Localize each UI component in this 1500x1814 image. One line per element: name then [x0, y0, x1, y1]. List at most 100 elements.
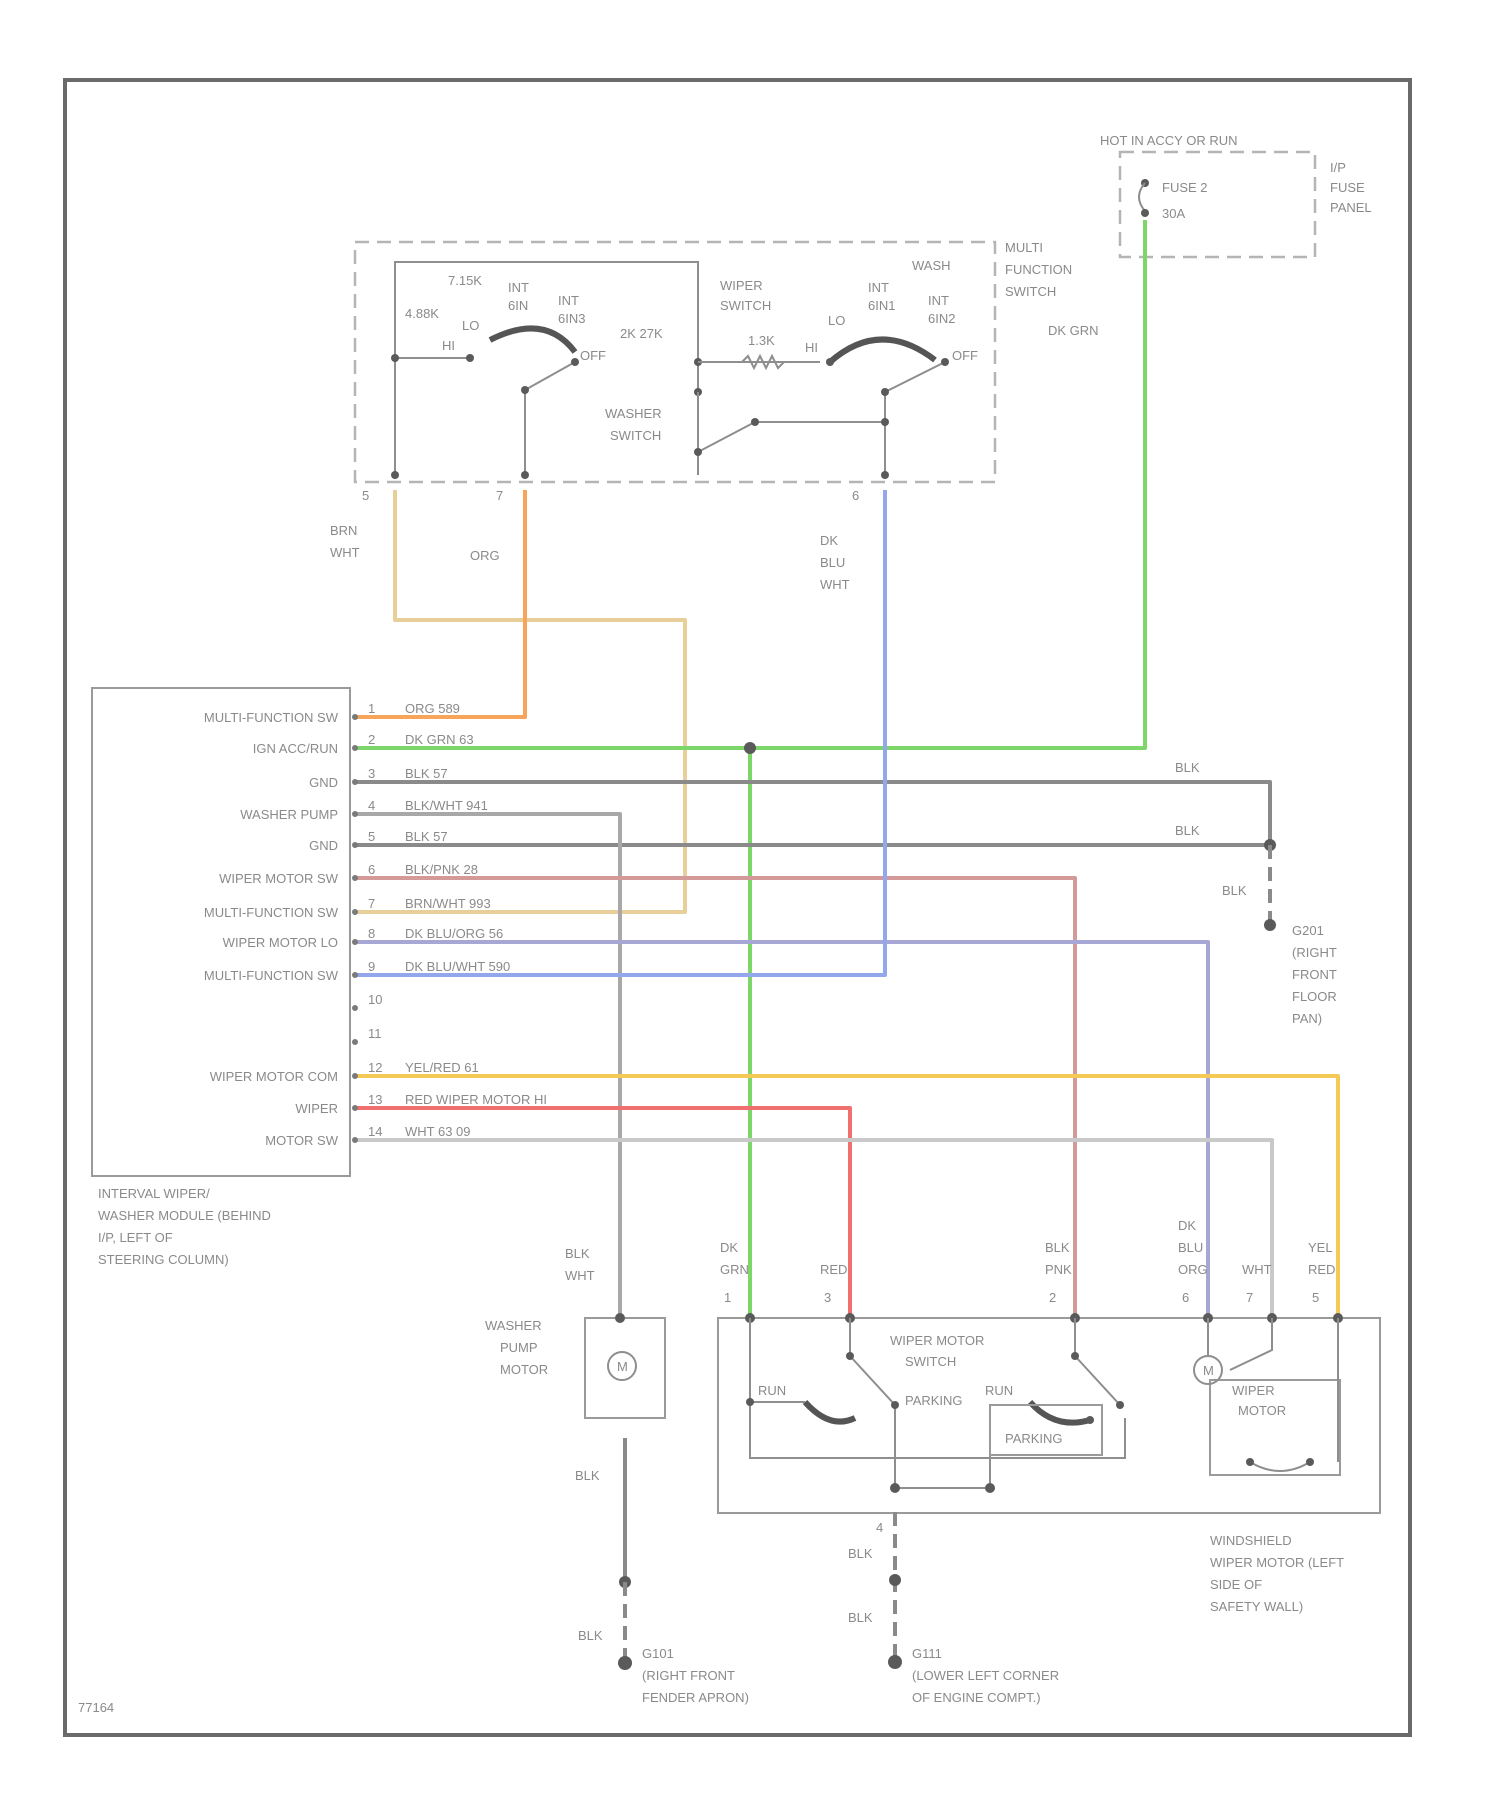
pump-ground-label-1: G101 — [642, 1646, 674, 1661]
module-pin-number: 5 — [368, 829, 375, 844]
mfs-left-pos-1: 7.15K — [448, 273, 482, 288]
ground-right-label-2: (RIGHT — [1292, 945, 1337, 960]
wiper-motor-pin-wire: PNK — [1045, 1262, 1072, 1277]
mfs-node — [391, 354, 399, 362]
wiper-motor-ground-splice — [889, 1574, 901, 1586]
module-pin-wire: BLK/WHT 941 — [405, 798, 488, 813]
wiper-motor-caption-2: WIPER MOTOR (LEFT — [1210, 1555, 1344, 1570]
run-contact-arc-1 — [805, 1402, 855, 1422]
multi-function-switch: MULTI FUNCTION SWITCH 7.15K INT 6IN 4.88… — [355, 240, 1072, 503]
fuse-hot-label: HOT IN ACCY OR RUN — [1100, 133, 1237, 148]
module-pin-number: 11 — [368, 1026, 382, 1041]
module-pin-wire: DK GRN 63 — [405, 732, 474, 747]
run-label-2: RUN — [985, 1383, 1013, 1398]
wiper-motor-pin-wire: BLU — [1178, 1240, 1203, 1255]
figure-id: 77164 — [78, 1700, 114, 1715]
wiper-motor-pin-number: 1 — [724, 1290, 731, 1305]
module-pin-name: WIPER — [295, 1101, 338, 1116]
wire-org — [355, 490, 525, 717]
wire-blk-wht — [355, 814, 620, 1318]
wiper-motor-pin-wire: ORG — [1178, 1262, 1208, 1277]
mfs-node — [694, 448, 702, 456]
wm-node — [1246, 1458, 1254, 1466]
wm-node — [890, 1483, 900, 1493]
fuse-panel: HOT IN ACCY OR RUN FUSE 2 30A I/P FUSE P… — [1100, 133, 1372, 257]
wiper-motor-ground-label-2: (LOWER LEFT CORNER — [912, 1668, 1059, 1683]
mfs-right-pos-3: WASH — [912, 258, 951, 273]
mfs-node — [881, 418, 889, 426]
fuse-element — [1139, 183, 1145, 211]
washer-pump-label-3: MOTOR — [500, 1362, 548, 1377]
mfs-left-pos-10: OFF — [580, 348, 606, 363]
module-pin-number: 3 — [368, 766, 375, 781]
wiper-switch-label-2: SWITCH — [720, 298, 771, 313]
wiper-motor-internal-3 — [1075, 1318, 1120, 1405]
fuse-name: FUSE 2 — [1162, 180, 1208, 195]
washer-pump-wire-2: WHT — [565, 1268, 595, 1283]
module-pin-terminal — [352, 779, 358, 785]
wiper-motor-label-2: MOTOR — [1238, 1403, 1286, 1418]
mfs-right-pos-2: 6IN1 — [868, 298, 895, 313]
wiper-motor-pin-wire: WHT — [1242, 1262, 1272, 1277]
washer-switch-contact — [698, 392, 885, 475]
wiper-motor-pin-wire: DK — [720, 1240, 738, 1255]
pump-motor-m-icon: M — [617, 1359, 628, 1374]
wm-node — [891, 1401, 899, 1409]
mfs-label-1: MULTI — [1005, 240, 1043, 255]
wiper-motor-switch-label-2: SWITCH — [905, 1354, 956, 1369]
module-pin-number: 13 — [368, 1092, 382, 1107]
module-pin-wire: BRN/WHT 993 — [405, 896, 491, 911]
module-pin-wire: RED WIPER MOTOR HI — [405, 1092, 547, 1107]
mfs-right-pos-5: 6IN2 — [928, 311, 955, 326]
module-pin-name: GND — [309, 838, 338, 853]
fuse-panel-box — [1120, 152, 1315, 257]
module-pin-number: 2 — [368, 732, 375, 747]
module-pin-number: 10 — [368, 992, 382, 1007]
module-pin-name: WIPER MOTOR LO — [223, 935, 338, 950]
wire-label-wht2: WHT — [820, 577, 850, 592]
module-pin-terminal — [352, 842, 358, 848]
fuse-panel-label-3: PANEL — [1330, 200, 1372, 215]
wire-yel-red — [355, 1076, 1338, 1318]
mfs-right-pos-1: INT — [868, 280, 889, 295]
ground-right-label-5: PAN) — [1292, 1011, 1322, 1026]
mfs-left-contacts — [395, 358, 575, 475]
wire-label-blu: BLU — [820, 555, 845, 570]
wire-label-org: ORG — [470, 548, 500, 563]
wire-wht — [355, 1140, 1272, 1318]
wiper-motor-ground-wire-2: BLK — [848, 1610, 873, 1625]
ground-right-label-4: FLOOR — [1292, 989, 1337, 1004]
run-label-1: RUN — [758, 1383, 786, 1398]
wiper-motor-ground-pin: 4 — [876, 1520, 883, 1535]
module-pin-name: MULTI-FUNCTION SW — [204, 905, 339, 920]
mfs-left-pos-5: INT — [558, 293, 579, 308]
module-pin-wire: DK BLU/ORG 56 — [405, 926, 503, 941]
module-pin-terminal — [352, 1005, 358, 1011]
wiper-motor-pin-wire: RED — [820, 1262, 847, 1277]
module-pin-number: 8 — [368, 926, 375, 941]
ground-g201: BLK G201 (RIGHT FRONT FLOOR PAN) — [1222, 883, 1337, 1026]
splice-dk-grn — [744, 742, 756, 754]
mfs-left-rotor-arc — [490, 328, 575, 352]
mfs-left-pos-3: 6IN — [508, 298, 528, 313]
wiper-washer-module: MULTI-FUNCTION SW1ORG 589IGN ACC/RUN2DK … — [92, 688, 547, 1267]
module-pin-wire: YEL/RED 61 — [405, 1060, 479, 1075]
wiper-motor-internal-4 — [750, 1402, 990, 1488]
module-pin-terminal — [352, 939, 358, 945]
wiper-motor-caption-4: SAFETY WALL) — [1210, 1599, 1303, 1614]
mfs-right-pos-4: INT — [928, 293, 949, 308]
wiper-motor-pin-number: 7 — [1246, 1290, 1253, 1305]
module-pin-number: 4 — [368, 798, 375, 813]
wiper-motor-pin-wire: BLK — [1045, 1240, 1070, 1255]
module-pin-wire: WHT 63 09 — [405, 1124, 471, 1139]
fuse-panel-label-2: FUSE — [1330, 180, 1365, 195]
washer-pump-pin — [615, 1313, 625, 1323]
washer-pump-wire-1: BLK — [565, 1246, 590, 1261]
wiper-motor-pin-number: 6 — [1182, 1290, 1189, 1305]
module-pin-name: GND — [309, 775, 338, 790]
mfs-node — [751, 418, 759, 426]
ground-right-node — [1264, 919, 1276, 931]
mfs-right-pos-6: LO — [828, 313, 845, 328]
module-pin-wire: BLK 57 — [405, 766, 448, 781]
wiper-motor-m-icon: M — [1203, 1363, 1214, 1378]
